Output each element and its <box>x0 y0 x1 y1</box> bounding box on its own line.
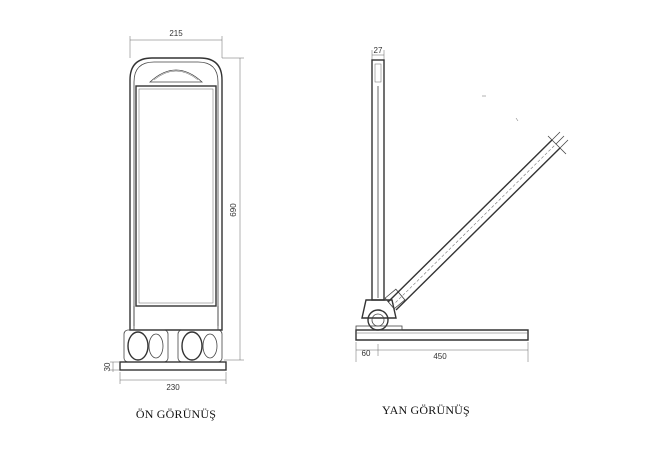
side-base <box>355 325 529 341</box>
dim-width-top: 215 <box>169 29 183 38</box>
front-frame <box>129 57 223 331</box>
dim-base-length: 450 <box>433 352 447 361</box>
side-view: 27 <box>355 46 569 417</box>
front-view-caption: ÖN GÖRÜNÜŞ <box>136 407 216 421</box>
right-wheel <box>177 329 223 363</box>
vertical-post <box>371 59 385 301</box>
dim-base-height: 30 <box>103 362 112 371</box>
poster-panel <box>135 85 217 307</box>
front-base <box>119 361 227 371</box>
handle-slot <box>148 69 204 83</box>
support-arm <box>387 131 569 311</box>
side-view-caption: YAN GÖRÜNÜŞ <box>382 403 470 417</box>
front-view: 215 690 30 <box>103 29 244 421</box>
dim-height: 690 <box>229 203 238 217</box>
dim-base-width: 230 <box>166 383 180 392</box>
dim-base-left: 60 <box>362 349 371 358</box>
dim-top: 27 <box>374 46 383 55</box>
left-wheel <box>123 329 169 363</box>
